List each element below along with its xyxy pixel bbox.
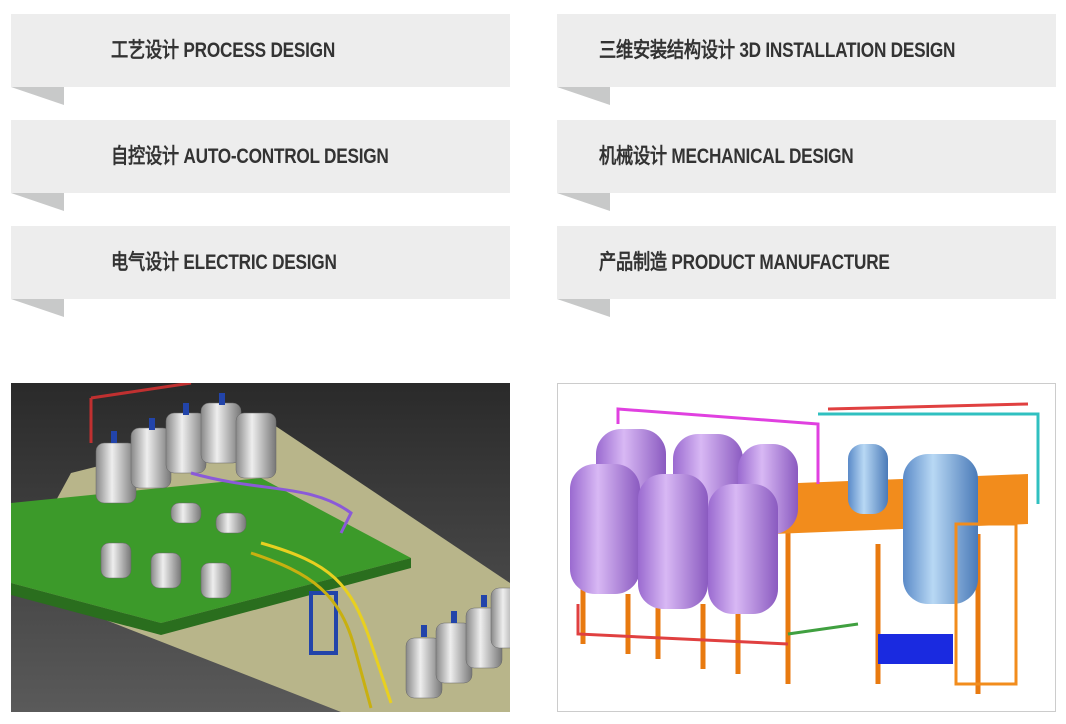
- ribbon-fold: [11, 299, 64, 317]
- banner-label: 自控设计 AUTO-CONTROL DESIGN: [111, 145, 389, 168]
- plant-render-right: [557, 383, 1056, 712]
- ribbon-fold: [11, 87, 64, 105]
- ribbon-fold: [557, 193, 610, 211]
- banner-label: 工艺设计 PROCESS DESIGN: [111, 39, 336, 62]
- ribbon-fold: [11, 193, 64, 211]
- service-banner-process: 工艺设计 PROCESS DESIGN: [11, 14, 510, 105]
- banner-label: 电气设计 ELECTRIC DESIGN: [111, 251, 337, 274]
- banner-label: 产品制造 PRODUCT MANUFACTURE: [599, 251, 890, 274]
- service-banner-3d-installation: 三维安装结构设计 3D INSTALLATION DESIGN: [557, 14, 1056, 105]
- service-banner-manufacture: 产品制造 PRODUCT MANUFACTURE: [557, 226, 1056, 317]
- banner-label: 三维安装结构设计 3D INSTALLATION DESIGN: [599, 39, 956, 62]
- service-banner-auto-control: 自控设计 AUTO-CONTROL DESIGN: [11, 120, 510, 211]
- ribbon-fold: [557, 299, 610, 317]
- banner-label: 机械设计 MECHANICAL DESIGN: [599, 145, 854, 168]
- plant-render-left: [11, 383, 510, 712]
- service-banner-electric: 电气设计 ELECTRIC DESIGN: [11, 226, 510, 317]
- ribbon-fold: [557, 87, 610, 105]
- service-banner-mechanical: 机械设计 MECHANICAL DESIGN: [557, 120, 1056, 211]
